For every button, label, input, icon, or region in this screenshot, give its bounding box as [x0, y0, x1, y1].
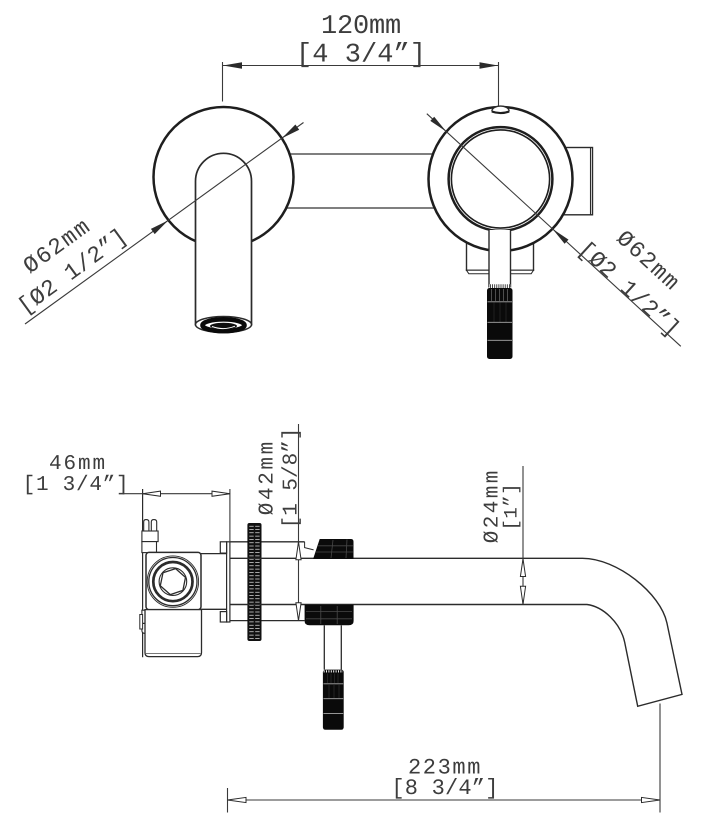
svg-text:223mm: 223mm — [408, 756, 482, 781]
svg-text:[1 3/4”]: [1 3/4”] — [23, 474, 130, 497]
svg-text:120mm: 120mm — [321, 12, 401, 42]
svg-text:[8 3/4”]: [8 3/4”] — [391, 776, 498, 801]
svg-text:[1”]: [1”] — [501, 483, 523, 531]
svg-text:Ø42mm: Ø42mm — [256, 439, 279, 515]
svg-text:Ø24mm: Ø24mm — [482, 468, 505, 543]
svg-text:[1 5/8”]: [1 5/8”] — [280, 428, 303, 529]
svg-text:[4 3/4”]: [4 3/4”] — [296, 41, 426, 71]
svg-text:46mm: 46mm — [49, 453, 107, 476]
